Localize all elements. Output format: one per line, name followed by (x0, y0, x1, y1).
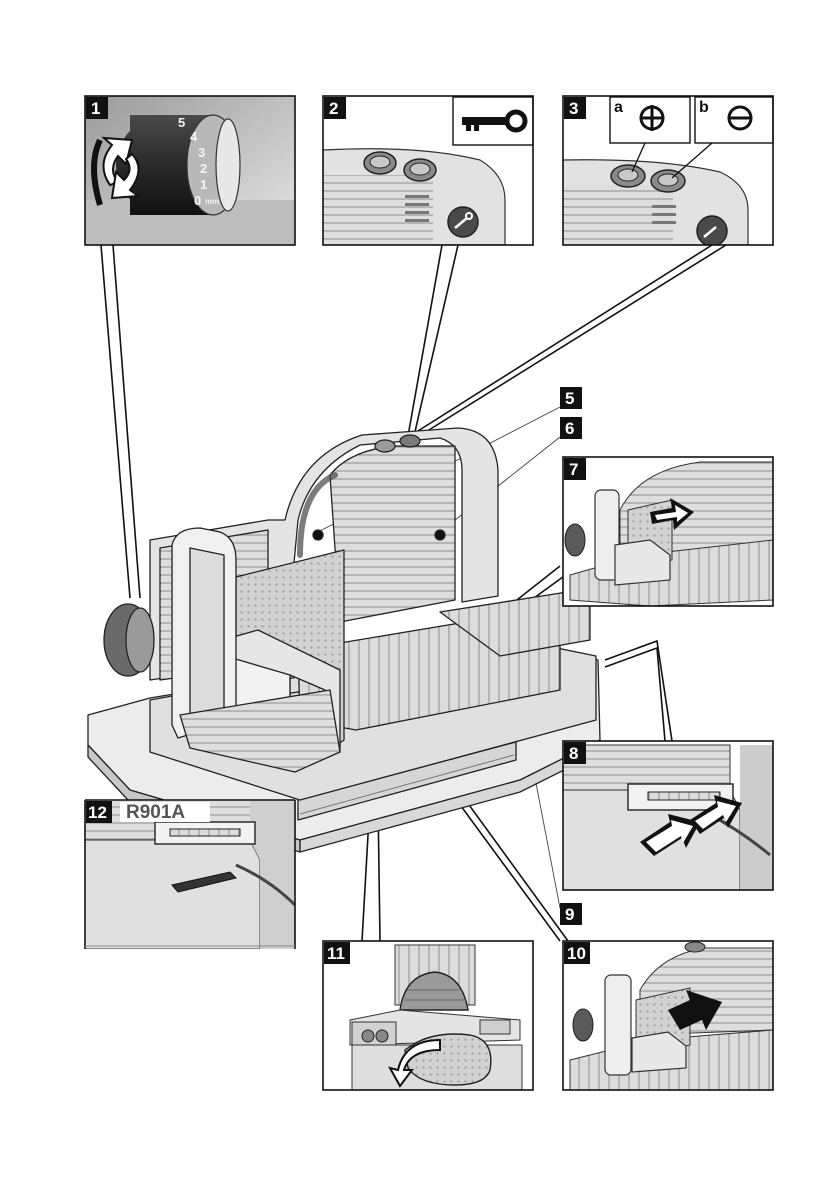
label-7: 7 (569, 460, 578, 479)
sub-label-a: a (614, 99, 623, 116)
svg-text:1: 1 (200, 177, 207, 192)
svg-text:2: 2 (200, 161, 207, 176)
panel-11: 11 (323, 941, 533, 1090)
label-8: 8 (569, 744, 578, 763)
svg-text:5: 5 (178, 115, 185, 130)
panel-3: a b 3 (563, 96, 773, 246)
label-2: 2 (329, 99, 338, 118)
model-name: R901A (126, 802, 185, 823)
svg-text:0: 0 (194, 193, 201, 208)
callout-9: 9 (560, 903, 582, 925)
label-12: 12 (88, 803, 107, 822)
sub-label-b: b (699, 99, 709, 116)
panel-10: 10 (563, 941, 773, 1090)
label-11: 11 (327, 944, 345, 963)
panel-8: 8 (563, 741, 773, 890)
power-on-icon (641, 105, 663, 131)
svg-text:3: 3 (198, 145, 205, 160)
svg-text:5: 5 (565, 389, 574, 408)
panel-7: 7 (563, 457, 773, 606)
label-10: 10 (567, 944, 586, 963)
callout-5: 5 (560, 387, 582, 409)
panel-12: R901A 12 (85, 800, 295, 949)
svg-text:9: 9 (565, 905, 574, 924)
svg-text:4: 4 (190, 129, 198, 144)
svg-text:mm: mm (205, 197, 219, 206)
key-button-main (400, 435, 420, 447)
panel-1: 5 4 3 2 1 0 mm 1 (85, 96, 295, 245)
power-button-main (375, 440, 395, 452)
callout-6: 6 (560, 417, 582, 439)
label-1: 1 (91, 99, 100, 118)
slicer-machine (88, 428, 600, 852)
svg-text:6: 6 (565, 419, 574, 438)
panel-2: 2 (323, 96, 533, 245)
label-3: 3 (569, 99, 578, 118)
